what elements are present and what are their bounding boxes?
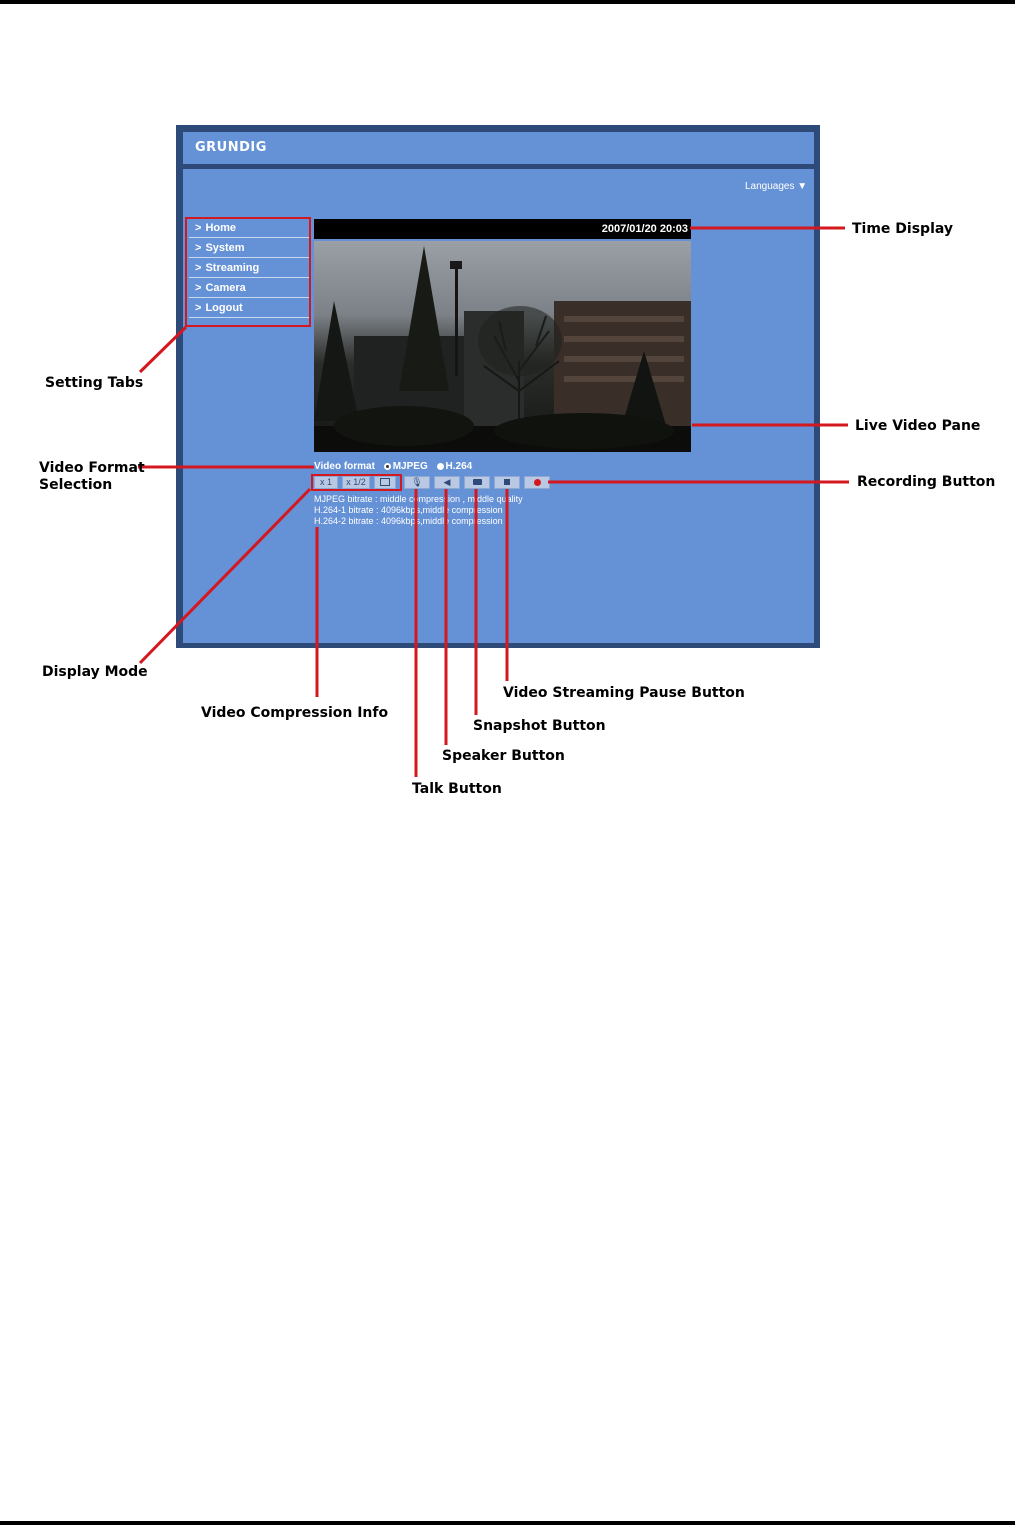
nav-item-camera[interactable]: >Camera <box>189 279 309 298</box>
mjpeg-radio[interactable] <box>383 462 391 470</box>
compression-line-h264-2: H.264-2 bitrate : 4096kbps,middle compre… <box>314 516 503 526</box>
stop-icon <box>504 479 510 485</box>
page-bottom-rule <box>0 1521 1015 1525</box>
nav-item-system[interactable]: >System <box>189 239 309 258</box>
label-display-mode: Display Mode <box>42 664 148 680</box>
arrow-icon: > <box>195 262 202 274</box>
microphone-icon: 🎙 <box>411 477 423 487</box>
h264-label: H.264 <box>445 461 473 472</box>
callout-line-tabs <box>138 325 188 374</box>
languages-label: Languages <box>745 181 795 192</box>
record-icon <box>533 479 541 486</box>
setting-tabs-highlight <box>185 217 311 327</box>
nav-item-logout[interactable]: >Logout <box>189 299 309 318</box>
nav-item-streaming[interactable]: >Streaming <box>189 259 309 278</box>
live-video-image <box>314 246 691 452</box>
display-mode-highlight <box>311 474 402 491</box>
display-x1-button[interactable]: x 1 <box>314 476 338 489</box>
arrow-icon: > <box>195 242 202 254</box>
video-format-selection: Video format MJPEG H.264 <box>314 461 472 472</box>
h264-radio[interactable] <box>436 462 444 470</box>
label-talk-button: Talk Button <box>412 781 502 797</box>
nav-item-label: System <box>205 242 245 254</box>
nav-item-home[interactable]: >Home <box>189 219 309 238</box>
arrow-icon: > <box>195 282 202 294</box>
callout-line-display <box>138 487 312 665</box>
label-setting-tabs: Setting Tabs <box>45 375 144 391</box>
pause-button[interactable] <box>494 476 520 489</box>
label-video-compression-info: Video Compression Info <box>201 705 389 721</box>
label-video-format-2: Selection <box>39 477 113 493</box>
label-live-video-pane: Live Video Pane <box>855 418 981 434</box>
live-video-pane[interactable] <box>314 241 691 452</box>
arrow-icon: > <box>195 222 202 234</box>
fullscreen-button[interactable] <box>374 476 396 489</box>
label-time-display: Time Display <box>852 221 954 237</box>
snapshot-button[interactable] <box>464 476 490 489</box>
setting-tabs: >Home >System >Streaming >Camera >Logout <box>189 219 309 319</box>
speaker-button[interactable]: ◀ <box>434 476 460 489</box>
label-recording-button: Recording Button <box>857 474 996 490</box>
nav-item-label: Streaming <box>205 262 260 274</box>
camera-icon <box>472 479 482 485</box>
chevron-down-icon: ▼ <box>797 181 808 192</box>
languages-dropdown[interactable]: Languages ▼ <box>745 181 807 192</box>
arrow-icon: > <box>195 302 202 314</box>
brand-logo: GRUNDIG <box>195 140 267 155</box>
talk-button[interactable]: 🎙 <box>404 476 430 489</box>
nav-item-label: Camera <box>205 282 246 294</box>
label-speaker-button: Speaker Button <box>442 748 565 764</box>
display-half-button[interactable]: x 1/2 <box>342 476 370 489</box>
main-panel: Languages ▼ >Home >System >Streaming >Ca… <box>183 169 814 643</box>
compression-line-mjpeg: MJPEG bitrate : middle compression , mid… <box>314 494 523 504</box>
speaker-icon: ◀ <box>443 477 451 487</box>
video-compression-info: MJPEG bitrate : middle compression , mid… <box>314 494 523 527</box>
fullscreen-icon <box>380 478 390 486</box>
compression-line-h264-1: H.264-1 bitrate : 4096kbps,middle compre… <box>314 505 503 515</box>
nav-item-label: Logout <box>205 302 243 314</box>
label-video-format-1: Video Format <box>39 460 145 476</box>
video-format-label: Video format <box>314 461 375 472</box>
time-display: 2007/01/20 20:03 <box>314 219 691 239</box>
mjpeg-label: MJPEG <box>392 461 428 472</box>
page-top-rule <box>0 0 1015 4</box>
header-bar: GRUNDIG <box>183 132 814 164</box>
label-snapshot-button: Snapshot Button <box>473 718 606 734</box>
nav-item-label: Home <box>205 222 236 234</box>
label-pause-button: Video Streaming Pause Button <box>503 685 745 701</box>
